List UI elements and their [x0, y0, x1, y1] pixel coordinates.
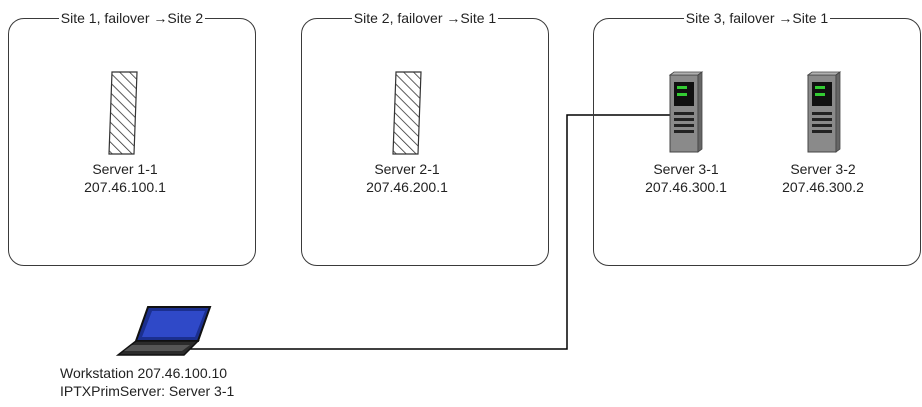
server-name: Server 3-2: [790, 161, 856, 177]
server-3-2: Server 3-2 207.46.300.2: [768, 160, 878, 196]
workstation-line-2: IPTXPrimServer: Server 3-1: [60, 383, 235, 399]
site-3-label: Site 3, failover →Site 1: [683, 10, 831, 26]
laptop-icon: [115, 306, 212, 356]
server-2-1: Server 2-1 207.46.200.1: [352, 160, 462, 196]
server-ip: 207.46.100.1: [84, 179, 166, 195]
workstation-line-1: Workstation 207.46.100.10: [60, 365, 228, 381]
server-name: Server 1-1: [92, 161, 158, 177]
hatched-server-icon: [392, 71, 422, 155]
server-tower-icon: [806, 71, 842, 153]
site-3-box: Site 3, failover →Site 1: [593, 10, 921, 266]
server-name: Server 2-1: [374, 161, 440, 177]
server-name: Server 3-1: [653, 161, 719, 177]
server-3-1: Server 3-1 207.46.300.1: [631, 160, 741, 196]
server-ip: 207.46.200.1: [366, 179, 448, 195]
server-1-1: Server 1-1 207.46.100.1: [70, 160, 180, 196]
site-1-label: Site 1, failover →Site 2: [58, 10, 206, 26]
site-2-label: Site 2, failover →Site 1: [351, 10, 499, 26]
hatched-server-icon: [108, 71, 138, 155]
workstation-label: Workstation 207.46.100.10 IPTXPrimServer…: [60, 364, 234, 400]
server-ip: 207.46.300.2: [782, 179, 864, 195]
site-2-box: Site 2, failover →Site 1: [301, 10, 549, 266]
server-ip: 207.46.300.1: [645, 179, 727, 195]
server-tower-icon: [668, 71, 704, 153]
site-1-box: Site 1, failover →Site 2: [8, 10, 256, 266]
